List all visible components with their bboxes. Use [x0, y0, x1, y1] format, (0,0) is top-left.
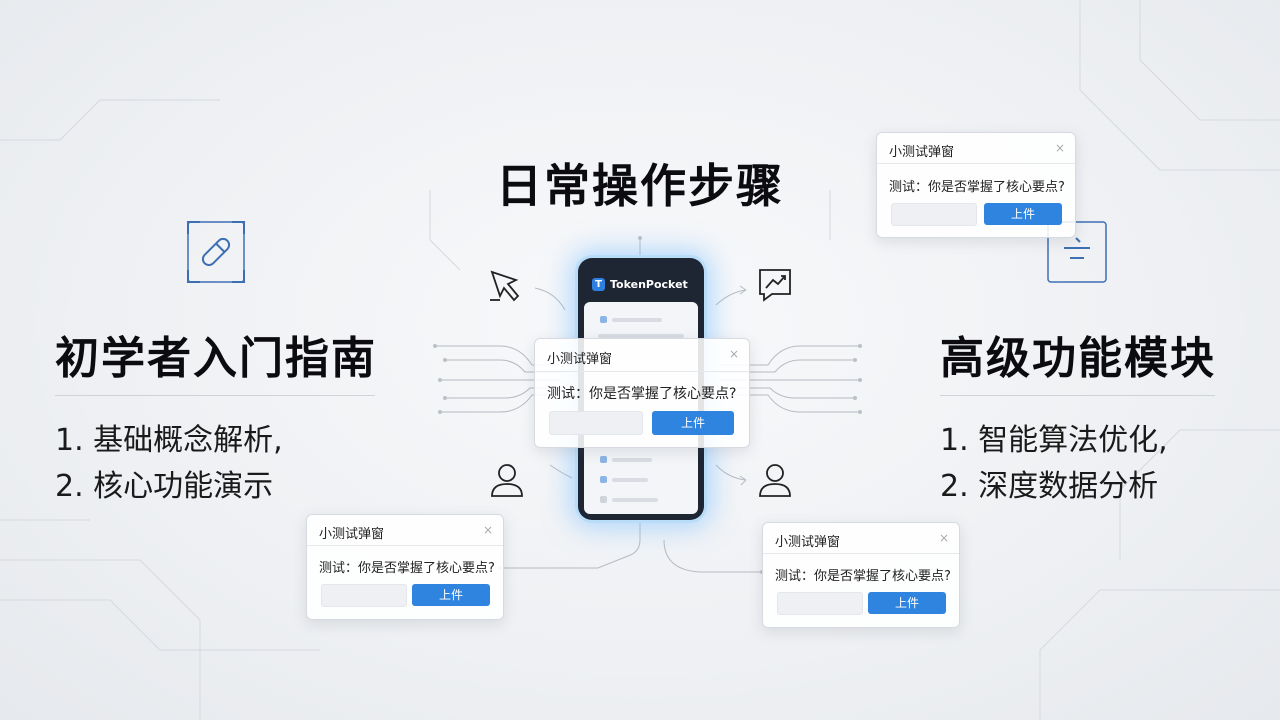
phone-brand-label: TokenPocket: [610, 278, 688, 291]
phone-list-dot: [600, 496, 607, 503]
dialog-title: 小测试弹窗: [547, 352, 613, 367]
phone-row: [612, 458, 652, 462]
close-icon[interactable]: ×: [1054, 141, 1065, 155]
center-title: 日常操作步骤: [496, 159, 784, 213]
close-icon[interactable]: ×: [938, 531, 949, 545]
filter-icon: [1047, 221, 1107, 283]
dialog-question: 测试：你是否掌握了核心要点?: [889, 180, 1065, 195]
submit-button[interactable]: 上件: [984, 203, 1062, 225]
quiz-dialog: 小测试弹窗 × 测试：你是否掌握了核心要点? 上件: [534, 338, 750, 448]
dialog-title: 小测试弹窗: [775, 535, 841, 550]
left-list: 1. 基础概念解析, 2. 核心功能演示: [55, 418, 283, 510]
dialog-question: 测试：你是否掌握了核心要点?: [547, 386, 737, 402]
dialog-title: 小测试弹窗: [319, 527, 385, 542]
user-icon: [759, 464, 791, 497]
submit-button[interactable]: 上件: [868, 592, 946, 614]
submit-button[interactable]: 上件: [412, 584, 490, 606]
cursor-arrow-icon: [490, 270, 520, 302]
phone-list-dot: [600, 316, 607, 323]
left-list-item: 1. 基础概念解析,: [55, 423, 283, 458]
close-icon[interactable]: ×: [482, 523, 493, 537]
right-list-item: 1. 智能算法优化,: [940, 423, 1168, 458]
tokenpocket-logo-icon: T: [592, 278, 605, 291]
left-title: 初学者入门指南: [55, 333, 377, 384]
left-list-item: 2. 核心功能演示: [55, 469, 274, 504]
phone-row: [612, 318, 662, 322]
phone-list-dot: [600, 456, 607, 463]
phone-row: [612, 498, 658, 502]
answer-input[interactable]: [777, 592, 863, 615]
right-title: 高级功能模块: [940, 333, 1216, 384]
close-icon[interactable]: ×: [728, 347, 739, 361]
phone-list-dot: [600, 476, 607, 483]
phone-row: [612, 478, 648, 482]
quiz-dialog: 小测试弹窗 × 测试：你是否掌握了核心要点? 上件: [876, 132, 1076, 238]
dialog-question: 测试：你是否掌握了核心要点?: [775, 569, 951, 584]
dialog-separator: [307, 545, 503, 546]
right-divider: [940, 395, 1215, 396]
left-divider: [55, 395, 375, 396]
answer-input[interactable]: [549, 411, 643, 435]
dialog-separator: [763, 553, 959, 554]
answer-input[interactable]: [891, 203, 977, 226]
right-list: 1. 智能算法优化, 2. 深度数据分析: [940, 418, 1168, 510]
dialog-separator: [535, 371, 749, 372]
quiz-dialog: 小测试弹窗 × 测试：你是否掌握了核心要点? 上件: [762, 522, 960, 628]
pencil-icon: [187, 221, 245, 283]
chart-chat-icon: [759, 269, 791, 302]
answer-input[interactable]: [321, 584, 407, 607]
phone-brand: T TokenPocket: [592, 278, 688, 291]
phone-row: [598, 334, 684, 338]
right-list-item: 2. 深度数据分析: [940, 469, 1159, 504]
submit-button[interactable]: 上件: [652, 411, 734, 435]
user-icon: [491, 464, 523, 497]
dialog-title: 小测试弹窗: [889, 145, 955, 160]
dialog-separator: [877, 163, 1075, 164]
dialog-question: 测试：你是否掌握了核心要点?: [319, 561, 495, 576]
quiz-dialog: 小测试弹窗 × 测试：你是否掌握了核心要点? 上件: [306, 514, 504, 620]
